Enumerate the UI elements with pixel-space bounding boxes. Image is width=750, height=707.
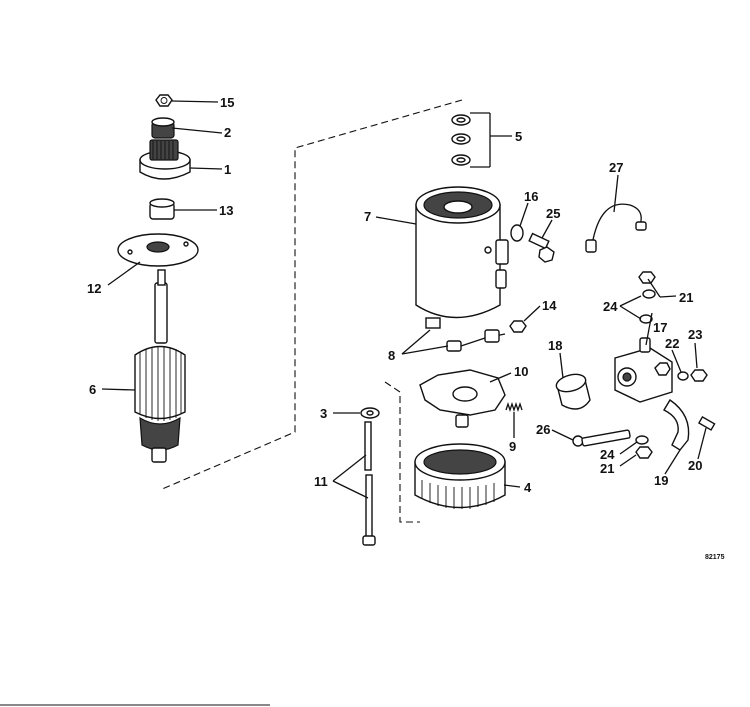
part-27-cable	[585, 203, 647, 253]
callout-18: 18	[548, 338, 562, 353]
callout-5: 5	[515, 129, 522, 144]
part-23-nut	[690, 369, 708, 382]
callout-22: 22	[665, 336, 679, 351]
callout-4: 4	[524, 480, 532, 495]
part-3-washer	[360, 407, 380, 419]
part-26-terminal-bolt	[528, 232, 555, 263]
part-21-nut-upper	[638, 271, 656, 284]
callout-26: 25	[546, 206, 560, 221]
part-10-brush-plate	[419, 369, 506, 428]
part-14-nut	[509, 320, 527, 333]
part-17-solenoid	[614, 337, 673, 403]
part-6-armature	[134, 269, 186, 463]
part-18-sleeve	[555, 373, 591, 410]
part-7-field-frame	[415, 186, 509, 329]
part-24-washer-lower	[635, 435, 649, 445]
callout-2: 2	[224, 125, 231, 140]
callout-13: 13	[219, 203, 233, 218]
callout-6: 6	[89, 382, 96, 397]
callout-17: 17	[653, 320, 667, 335]
part-5-washers	[451, 114, 471, 166]
callout-21-upper: 21	[679, 290, 693, 305]
callout-23: 23	[688, 327, 702, 342]
part-4-commutator-end-cap	[414, 443, 506, 509]
callout-21-lower: 21	[600, 461, 614, 476]
part-21-nut-lower	[635, 446, 653, 459]
drawing-code: 82175	[705, 554, 725, 561]
part-15-nut	[155, 94, 173, 107]
callout-19: 19	[654, 473, 668, 488]
callout-27: 27	[609, 160, 623, 175]
callout-15: 15	[220, 95, 234, 110]
part-16-lockwasher	[510, 224, 524, 242]
assembly-dashed-outline	[159, 99, 463, 523]
callout-12: 12	[87, 281, 101, 296]
part-9-springs	[505, 401, 523, 413]
callout-25: 26	[536, 422, 550, 437]
part-25-lead-bolt	[572, 429, 631, 447]
part-12-head-plate	[117, 233, 199, 267]
part-19-bracket	[663, 399, 690, 451]
part-11-through-bolts	[362, 421, 376, 546]
callout-20: 20	[688, 458, 702, 473]
part-8-brush-leads	[446, 329, 506, 352]
part-13-spacer	[149, 198, 175, 220]
part-1-drive-assembly	[139, 139, 191, 180]
part-24-washer-upper	[642, 289, 656, 299]
part-22-washer	[677, 371, 689, 381]
callout-1: 1	[224, 162, 231, 177]
callout-9: 9	[509, 439, 516, 454]
part-20-screw	[697, 415, 716, 431]
callout-3: 3	[320, 406, 327, 421]
callout-8: 8	[388, 348, 395, 363]
callout-24-upper: 24	[603, 299, 618, 314]
callout-16: 16	[524, 189, 538, 204]
callout-10: 10	[514, 364, 528, 379]
part-2-drive-pinion	[151, 117, 175, 139]
callout-11: 11	[314, 474, 328, 489]
leader-lines	[101, 100, 707, 499]
callout-7: 7	[364, 209, 371, 224]
callout-labels: 15 2 1 13 12 6 5 7 16 25 27 14 8 10 9 3 …	[87, 95, 725, 561]
callout-24-lower: 24	[600, 447, 615, 462]
callout-14: 14	[542, 298, 557, 313]
